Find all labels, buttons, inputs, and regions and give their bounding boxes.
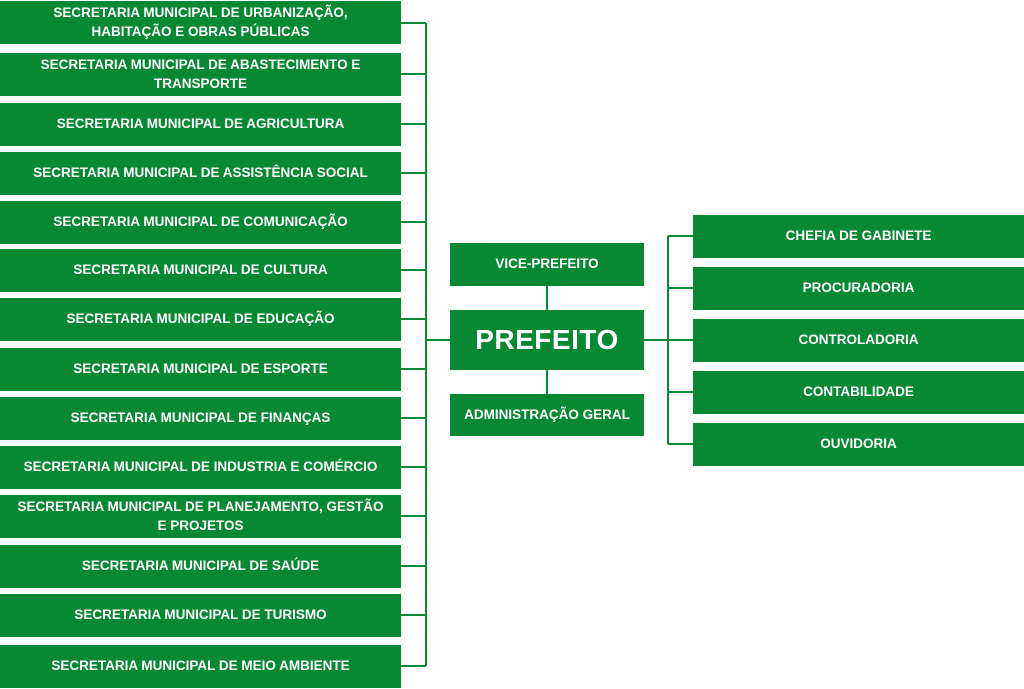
- box-label: SECRETARIA MUNICIPAL DE FINANÇAS: [70, 410, 331, 426]
- box-label: SECRETARIA MUNICIPAL DE TURISMO: [74, 607, 327, 623]
- box-label: PREFEITO: [475, 324, 619, 356]
- box-label: SECRETARIA MUNICIPAL DE URBANIZAÇÃO, HAB…: [53, 5, 348, 39]
- box-secretaria-financas: SECRETARIA MUNICIPAL DE FINANÇAS: [0, 397, 401, 440]
- box-secretaria-meio-ambiente: SECRETARIA MUNICIPAL DE MEIO AMBIENTE: [0, 645, 401, 688]
- box-label: SECRETARIA MUNICIPAL DE ABASTECIMENTO E …: [40, 57, 361, 91]
- box-chefia-gabinete: CHEFIA DE GABINETE: [693, 215, 1024, 258]
- box-label: SECRETARIA MUNICIPAL DE SAÚDE: [81, 558, 320, 574]
- box-label: CONTABILIDADE: [803, 384, 914, 400]
- box-secretaria-agricultura: SECRETARIA MUNICIPAL DE AGRICULTURA: [0, 103, 401, 146]
- box-label: OUVIDORIA: [820, 436, 897, 452]
- box-secretaria-assistencia: SECRETARIA MUNICIPAL DE ASSISTÊNCIA SOCI…: [0, 152, 401, 195]
- box-label: SECRETARIA MUNICIPAL DE EDUCAÇÃO: [66, 311, 335, 327]
- box-ouvidoria: OUVIDORIA: [693, 423, 1024, 466]
- box-secretaria-turismo: SECRETARIA MUNICIPAL DE TURISMO: [0, 594, 401, 637]
- box-label: SECRETARIA MUNICIPAL DE CULTURA: [73, 262, 328, 278]
- box-secretaria-planejamento: SECRETARIA MUNICIPAL DE PLANEJAMENTO, GE…: [0, 495, 401, 538]
- box-label: SECRETARIA MUNICIPAL DE INDUSTRIA E COMÉ…: [23, 459, 378, 475]
- box-controladoria: CONTROLADORIA: [693, 319, 1024, 362]
- box-contabilidade: CONTABILIDADE: [693, 371, 1024, 414]
- box-secretaria-esporte: SECRETARIA MUNICIPAL DE ESPORTE: [0, 348, 401, 391]
- box-label: SECRETARIA MUNICIPAL DE PLANEJAMENTO, GE…: [17, 499, 384, 533]
- box-label: SECRETARIA MUNICIPAL DE ESPORTE: [73, 361, 328, 377]
- box-label: SECRETARIA MUNICIPAL DE COMUNICAÇÃO: [53, 214, 348, 230]
- box-administracao-geral: ADMINISTRAÇÃO GERAL: [450, 394, 644, 436]
- box-secretaria-saude: SECRETARIA MUNICIPAL DE SAÚDE: [0, 545, 401, 588]
- box-label: SECRETARIA MUNICIPAL DE ASSISTÊNCIA SOCI…: [33, 165, 368, 181]
- box-label: CHEFIA DE GABINETE: [785, 228, 932, 244]
- box-label: SECRETARIA MUNICIPAL DE AGRICULTURA: [56, 116, 345, 132]
- box-label: CONTROLADORIA: [798, 332, 919, 348]
- box-secretaria-urbanizacao: SECRETARIA MUNICIPAL DE URBANIZAÇÃO, HAB…: [0, 1, 401, 44]
- box-label: ADMINISTRAÇÃO GERAL: [464, 406, 630, 422]
- box-label: SECRETARIA MUNICIPAL DE MEIO AMBIENTE: [51, 658, 350, 674]
- box-secretaria-industria: SECRETARIA MUNICIPAL DE INDUSTRIA E COMÉ…: [0, 446, 401, 489]
- box-label: PROCURADORIA: [802, 280, 915, 296]
- box-vice-prefeito: VICE-PREFEITO: [450, 243, 644, 286]
- box-label: VICE-PREFEITO: [495, 256, 599, 272]
- box-secretaria-abastecimento: SECRETARIA MUNICIPAL DE ABASTECIMENTO E …: [0, 53, 401, 96]
- box-secretaria-educacao: SECRETARIA MUNICIPAL DE EDUCAÇÃO: [0, 298, 401, 341]
- box-procuradoria: PROCURADORIA: [693, 267, 1024, 310]
- box-secretaria-cultura: SECRETARIA MUNICIPAL DE CULTURA: [0, 249, 401, 292]
- box-prefeito: PREFEITO: [450, 310, 644, 370]
- box-secretaria-comunicacao: SECRETARIA MUNICIPAL DE COMUNICAÇÃO: [0, 201, 401, 244]
